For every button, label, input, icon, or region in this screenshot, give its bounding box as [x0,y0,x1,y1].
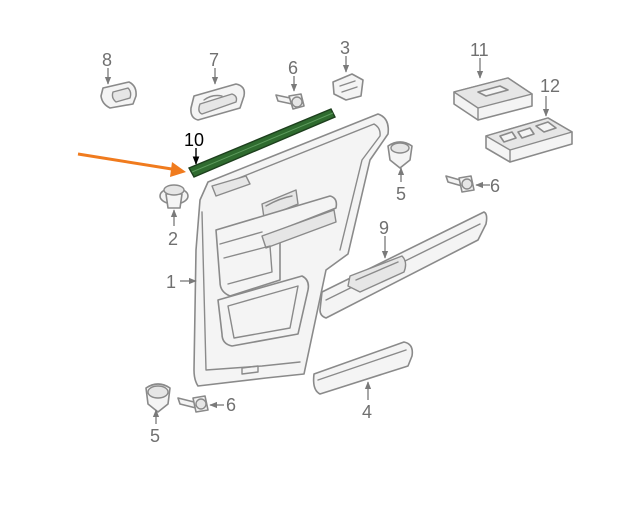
callout-1: 1 [166,272,176,292]
callout-4: 4 [362,402,372,422]
callout-6-top: 6 [288,58,298,78]
part-5-clip-bottom[interactable] [145,383,171,424]
part-6-screw-top[interactable] [275,76,305,110]
part-9-trim-strip[interactable] [319,211,488,319]
callout-10: 10 [184,130,204,150]
callout-8: 8 [102,50,112,70]
part-5-clip-right[interactable] [387,141,413,182]
callout-11: 11 [470,40,489,60]
part-6-screw-right[interactable] [445,175,490,193]
part-12-switch-pack[interactable] [485,96,573,163]
part-6-screw-bottom[interactable] [177,395,224,413]
part-1-door-trim-panel[interactable] [180,113,390,387]
highlight-arrow [77,152,186,177]
part-3-clip[interactable] [332,56,364,101]
callout-7: 7 [209,50,219,70]
callout-5-bottom: 5 [150,426,160,446]
part-2-push-clip[interactable] [159,184,189,226]
callout-5-right: 5 [396,184,406,204]
part-4-armrest-pad[interactable] [312,341,414,400]
part-11-window-switch[interactable] [453,58,533,121]
part-8-plug[interactable] [100,68,137,109]
callout-3: 3 [340,38,350,58]
callout-6-right: 6 [490,176,500,196]
callout-12: 12 [540,76,560,96]
callout-6-bottom: 6 [226,395,236,415]
callout-9: 9 [379,218,389,238]
callout-2: 2 [168,229,178,249]
part-7-handle-bezel[interactable] [190,68,246,121]
part-10-belt-weatherstrip[interactable] [188,108,336,178]
